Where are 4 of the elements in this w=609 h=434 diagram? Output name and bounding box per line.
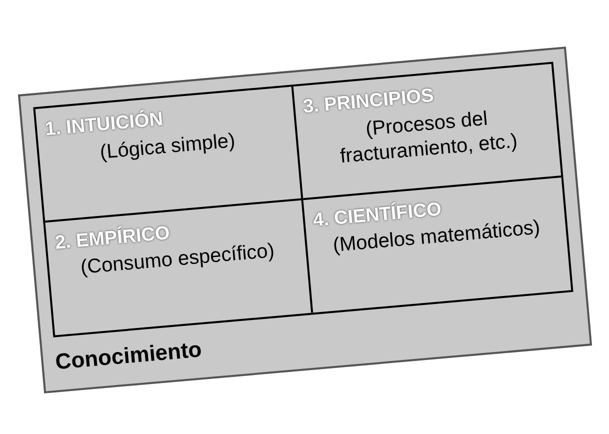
quadrant-heading: 1. INTUICIÓN xyxy=(44,108,164,140)
panel-title: Conocimiento xyxy=(54,336,204,376)
quadrant-heading: 2. EMPÍRICO xyxy=(54,221,171,255)
quadrant-heading: 3. PRINCIPIOS xyxy=(302,84,434,118)
